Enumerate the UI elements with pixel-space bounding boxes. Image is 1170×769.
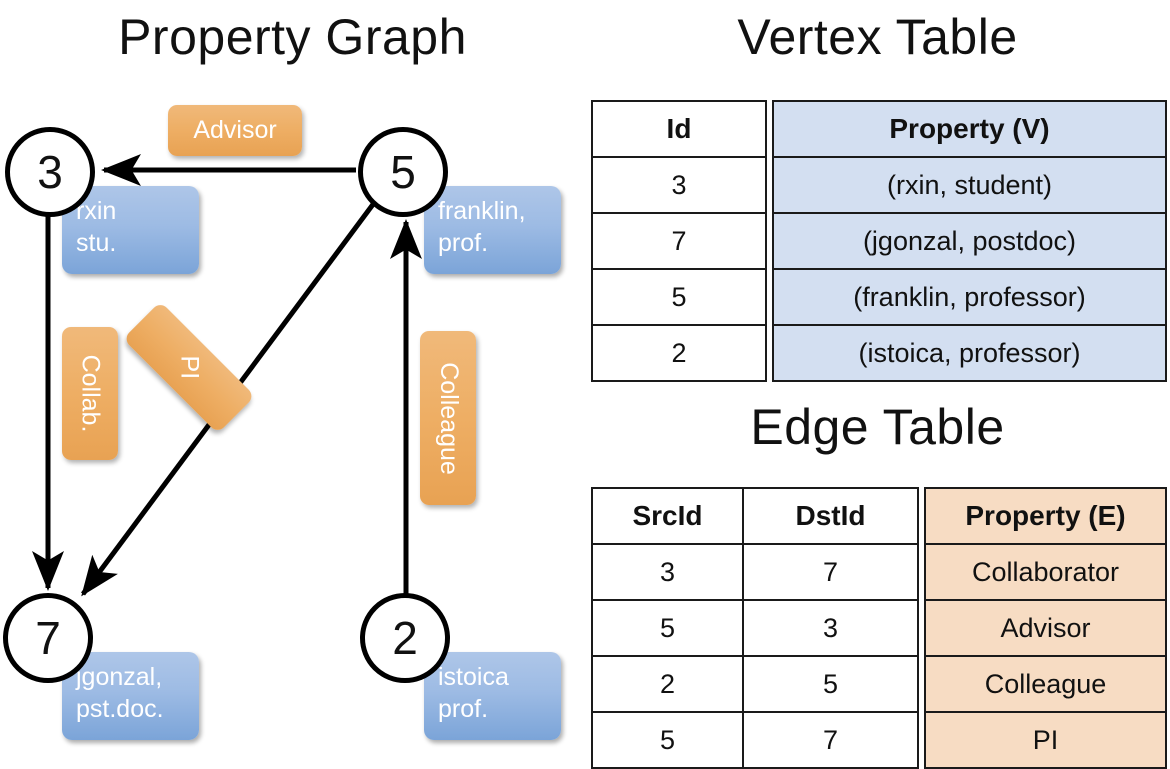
- page-title-vertex-table: Vertex Table: [737, 9, 1018, 65]
- edge-label-text: PI: [175, 355, 204, 380]
- node-property-line: rxin: [76, 197, 117, 225]
- property-graph-diagram: rxin stu. franklin, prof. jgonzal, pst.d…: [0, 0, 585, 760]
- node-property-line: franklin,: [438, 197, 526, 225]
- vertex-cell-property: (franklin, professor): [772, 268, 1167, 326]
- edge-table: SrcId DstId Property (E) 3 7 Collaborato…: [591, 487, 1167, 769]
- edge-label-text: Colleague: [434, 361, 463, 475]
- edge-cell-srcid: 5: [591, 599, 744, 657]
- edge-label-colleague: Colleague: [420, 331, 476, 505]
- vertex-cell-id: 3: [591, 156, 767, 214]
- node-property-line: jgonzal,: [76, 663, 163, 691]
- vertex-cell-id: 5: [591, 268, 767, 326]
- table-row: 3 7 Collaborator: [591, 543, 1167, 601]
- table-header-row: Id Property (V): [591, 100, 1167, 158]
- table-header-row: SrcId DstId Property (E): [591, 487, 1167, 545]
- page-title-edge-table: Edge Table: [750, 399, 1005, 455]
- edge-cell-dstid: 7: [742, 711, 919, 769]
- column-gap: [766, 213, 773, 269]
- edge-cell-srcid: 3: [591, 543, 744, 601]
- column-gap: [918, 488, 925, 544]
- edge-label-text: Advisor: [193, 116, 277, 144]
- edge-col-header-dstid: DstId: [742, 487, 919, 545]
- edge-cell-property: Colleague: [924, 655, 1167, 713]
- table-row: 2 (istoica, professor): [591, 324, 1167, 382]
- node-property-line: stu.: [76, 229, 117, 257]
- edge-cell-srcid: 2: [591, 655, 744, 713]
- column-gap: [918, 656, 925, 712]
- edge-cell-srcid: 5: [591, 711, 744, 769]
- edge-label-collab: Collab.: [62, 327, 118, 460]
- column-gap: [766, 101, 773, 157]
- edge-cell-property: Collaborator: [924, 543, 1167, 601]
- vertex-table: Id Property (V) 3 (rxin, student) 7 (jgo…: [591, 100, 1167, 382]
- node-property-line: prof.: [438, 229, 489, 257]
- edge-col-header-srcid: SrcId: [591, 487, 744, 545]
- node-property-line: prof.: [438, 695, 489, 723]
- table-row: 2 5 Colleague: [591, 655, 1167, 713]
- graph-node-7[interactable]: 7: [3, 593, 93, 683]
- edge-cell-property: Advisor: [924, 599, 1167, 657]
- column-gap: [766, 269, 773, 325]
- edge-col-header-property: Property (E): [924, 487, 1167, 545]
- node-property-line: pst.doc.: [76, 695, 164, 723]
- node-property-box-2: istoica prof.: [424, 652, 561, 740]
- vertex-cell-id: 7: [591, 212, 767, 270]
- table-row: 5 3 Advisor: [591, 599, 1167, 657]
- vertex-col-header-id: Id: [591, 100, 767, 158]
- edge-label-advisor: Advisor: [168, 105, 302, 156]
- graph-node-3[interactable]: 3: [5, 127, 95, 217]
- page-title-property-graph: Property Graph: [118, 9, 467, 65]
- table-row: 7 (jgonzal, postdoc): [591, 212, 1167, 270]
- vertex-cell-property: (jgonzal, postdoc): [772, 212, 1167, 270]
- vertex-cell-id: 2: [591, 324, 767, 382]
- node-property-line: istoica: [438, 663, 509, 691]
- edge-cell-dstid: 7: [742, 543, 919, 601]
- column-gap: [766, 325, 773, 381]
- table-row: 5 (franklin, professor): [591, 268, 1167, 326]
- column-gap: [918, 544, 925, 600]
- table-row: 3 (rxin, student): [591, 156, 1167, 214]
- vertex-cell-property: (istoica, professor): [772, 324, 1167, 382]
- edge-cell-dstid: 5: [742, 655, 919, 713]
- vertex-cell-property: (rxin, student): [772, 156, 1167, 214]
- edge-label-text: Collab.: [76, 354, 105, 433]
- column-gap: [766, 157, 773, 213]
- vertex-col-header-property: Property (V): [772, 100, 1167, 158]
- node-property-box-7: jgonzal, pst.doc.: [62, 652, 199, 740]
- node-property-box-5: franklin, prof.: [424, 186, 561, 274]
- graph-node-5[interactable]: 5: [358, 127, 448, 217]
- column-gap: [918, 600, 925, 656]
- edge-cell-dstid: 3: [742, 599, 919, 657]
- graph-node-2[interactable]: 2: [360, 593, 450, 683]
